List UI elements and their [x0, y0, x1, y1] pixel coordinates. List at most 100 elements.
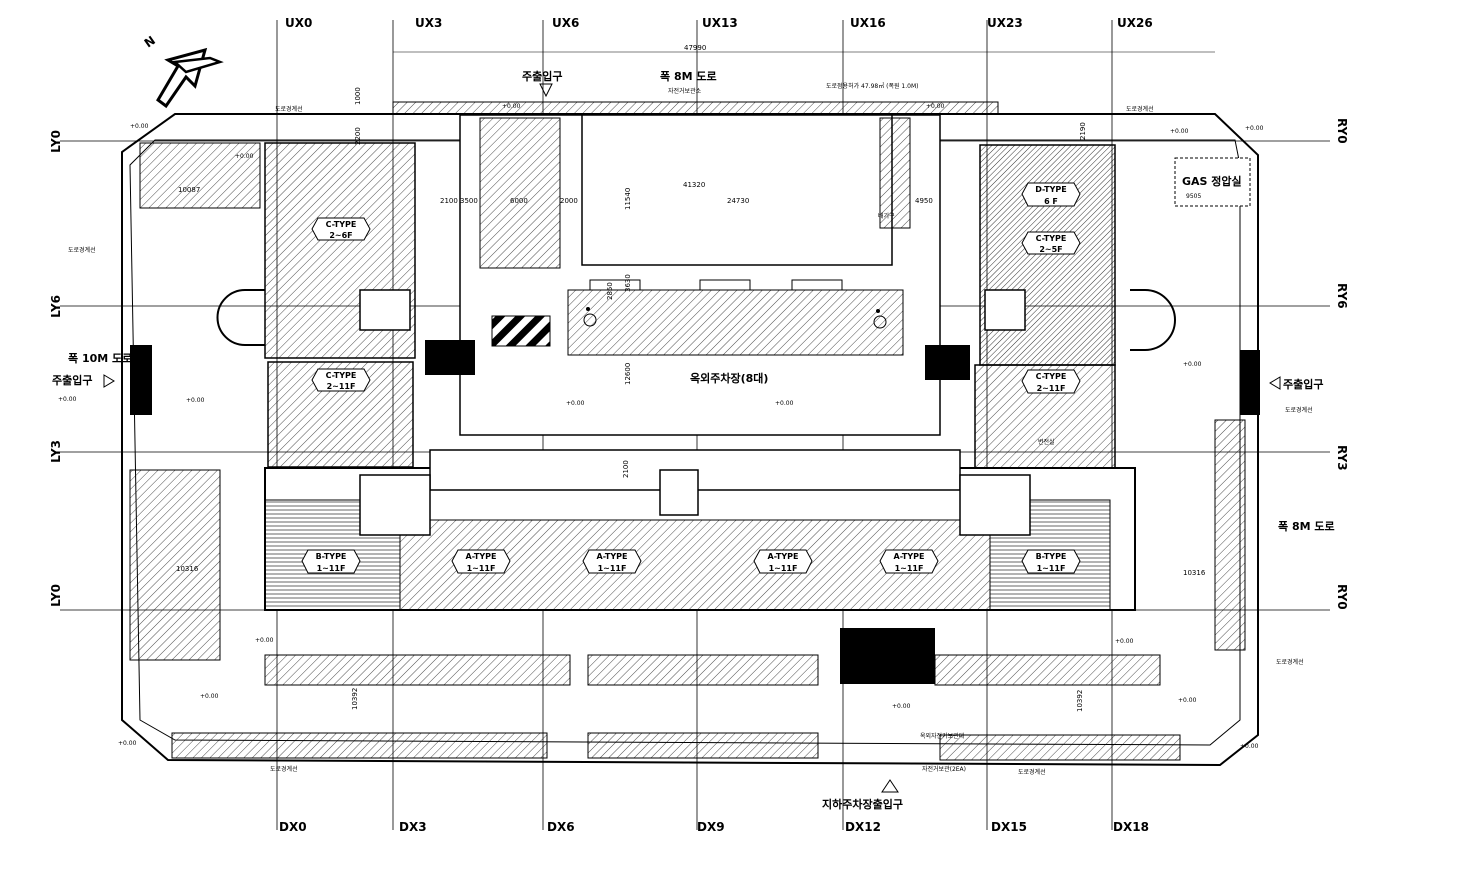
svg-text:1~11F: 1~11F [895, 564, 924, 573]
svg-text:B-TYPE: B-TYPE [316, 552, 347, 561]
axis-ly3: LY3 [49, 440, 63, 463]
svg-text:A-TYPE: A-TYPE [894, 552, 925, 561]
top-road-label: 폭 8M 도로 [660, 70, 717, 83]
gas-room-label: GAS 정압실 [1182, 174, 1242, 188]
bottom-axis-labels: DX0 DX3 DX6 DX9 DX12 DX15 DX18 [279, 820, 1149, 834]
top-entrance-label: 주출입구 [522, 69, 562, 83]
axis-ux13: UX13 [702, 16, 738, 30]
axis-ux6: UX6 [552, 16, 579, 30]
right-dark-bar [1240, 350, 1260, 415]
left-bay [216, 289, 265, 346]
road-boundary-label-1: 도로경계선 [275, 105, 303, 113]
axis-dx18: DX18 [1113, 820, 1149, 834]
svg-text:+0.00: +0.00 [255, 637, 274, 644]
svg-text:+0.00: +0.00 [926, 103, 945, 110]
exhaust-label: 배기구 [878, 212, 895, 220]
road-note: 도로점용허가 47.98㎡ (폭원 1.0M) [826, 82, 918, 90]
axis-ry3: RY3 [1335, 445, 1349, 471]
left-entrance-arrow-icon [103, 374, 115, 388]
svg-text:1~11F: 1~11F [598, 564, 627, 573]
axis-ry0-bottom: RY0 [1335, 584, 1349, 610]
dim-inner-width: 41320 [683, 181, 705, 189]
bicycle-stand-label: 자전거보관(2EA) [922, 765, 966, 773]
wheelchair-icon [583, 307, 597, 327]
ramp-area [479, 117, 561, 269]
road-boundary-label-3: 도로경계선 [1126, 105, 1154, 113]
dim-top-1000: 1000 [354, 87, 362, 105]
svg-text:+0.00: +0.00 [1178, 697, 1197, 704]
axis-ry0-top: RY0 [1335, 118, 1349, 144]
unit-badge-b-left: B-TYPE 1~11F [301, 549, 361, 574]
top-entrance-arrow-icon [539, 83, 553, 98]
right-entrance-label: 주출입구 [1283, 377, 1323, 391]
axis-dx3: DX3 [399, 820, 427, 834]
axis-dx12: DX12 [845, 820, 881, 834]
dim-3630: 3630 [624, 274, 632, 292]
left-top-strip [139, 142, 261, 209]
svg-text:1~11F: 1~11F [1037, 564, 1066, 573]
axis-dx15: DX15 [991, 820, 1027, 834]
dim-left-10316: 10316 [176, 565, 199, 573]
bottom-parking-row-1 [264, 654, 571, 686]
bottom-parking-row-3 [934, 654, 1161, 686]
svg-text:D-TYPE: D-TYPE [1035, 185, 1067, 194]
svg-text:A-TYPE: A-TYPE [466, 552, 497, 561]
courtyard-bench-2 [699, 279, 751, 291]
svg-text:A-TYPE: A-TYPE [768, 552, 799, 561]
core-dark-left [425, 340, 475, 375]
svg-text:+0.00: +0.00 [118, 740, 137, 747]
svg-text:2~6F: 2~6F [329, 231, 352, 240]
right-road-label: 폭 8M 도로 [1278, 520, 1335, 533]
unit-badge-a-4: A-TYPE 1~11F [879, 549, 939, 574]
axis-dx9: DX9 [697, 820, 725, 834]
svg-text:A-TYPE: A-TYPE [597, 552, 628, 561]
left-edge-parking [129, 469, 221, 661]
axis-ux26: UX26 [1117, 16, 1153, 30]
dim-left-10087: 10087 [178, 186, 200, 194]
dim-v-2100: 2100 [622, 460, 630, 478]
underground-ramp [840, 628, 935, 684]
right-entrance-arrow-icon [1269, 376, 1281, 390]
svg-text:1~11F: 1~11F [769, 564, 798, 573]
courtyard-bench-1 [589, 279, 641, 291]
unit-badge-a-3: A-TYPE 1~11F [753, 549, 813, 574]
svg-text:+0.00: +0.00 [1245, 125, 1264, 132]
unit-badge-a-1: A-TYPE 1~11F [451, 549, 511, 574]
top-axis-labels: UX0 UX3 UX6 UX13 UX16 UX23 UX26 [285, 16, 1153, 30]
dim-6000: 6000 [510, 197, 528, 205]
bottom-edge-parking-left [171, 732, 548, 759]
axis-ux0: UX0 [285, 16, 312, 30]
dim-2100: 2100 [440, 197, 458, 205]
courtyard-bench-3 [791, 279, 843, 291]
underground-entrance-label: 지하주차장출입구 [822, 797, 903, 811]
parking-stalls [567, 289, 904, 356]
courtyard-parking-label: 옥외주차장(8대) [690, 371, 768, 385]
svg-text:+0.00: +0.00 [200, 693, 219, 700]
left-entrance-label: 주출입구 [52, 373, 92, 387]
left-dark-bar [130, 345, 152, 415]
svg-text:+0.00: +0.00 [1240, 743, 1259, 750]
stair-core-left [359, 474, 431, 536]
north-arrow-icon: N [142, 33, 224, 109]
svg-text:1~11F: 1~11F [317, 564, 346, 573]
unit-badge-c-upper-left: C-TYPE 2~6F [311, 217, 371, 241]
dim-24730: 24730 [727, 197, 749, 205]
axis-ry6: RY6 [1335, 283, 1349, 309]
svg-text:+0.00: +0.00 [1170, 128, 1189, 135]
svg-text:+0.00: +0.00 [502, 103, 521, 110]
core-dark-right [925, 345, 970, 380]
elevation-tags: +0.00 +0.00 +0.00 +0.00 +0.00 +0.00 +0.0… [58, 103, 1264, 750]
wheelchair-icon [873, 309, 887, 329]
unit-badge-a-2: A-TYPE 1~11F [582, 549, 642, 574]
dim-11540: 11540 [624, 188, 632, 210]
svg-text:+0.00: +0.00 [1183, 361, 1202, 368]
bicycle-note-label: 옥외자전거보관대 [920, 732, 964, 740]
road-boundary-label-7: 도로경계선 [1018, 768, 1046, 776]
right-upper-unit [979, 144, 1116, 366]
dim-4950: 4950 [915, 197, 933, 205]
road-boundary-label-5: 도로경계선 [1276, 658, 1304, 666]
bottom-edge-parking-mid [587, 732, 819, 759]
svg-text:2~11F: 2~11F [1037, 384, 1066, 393]
road-boundary-label-6: 도로경계선 [270, 765, 298, 773]
dim-2000: 2000 [560, 197, 578, 205]
